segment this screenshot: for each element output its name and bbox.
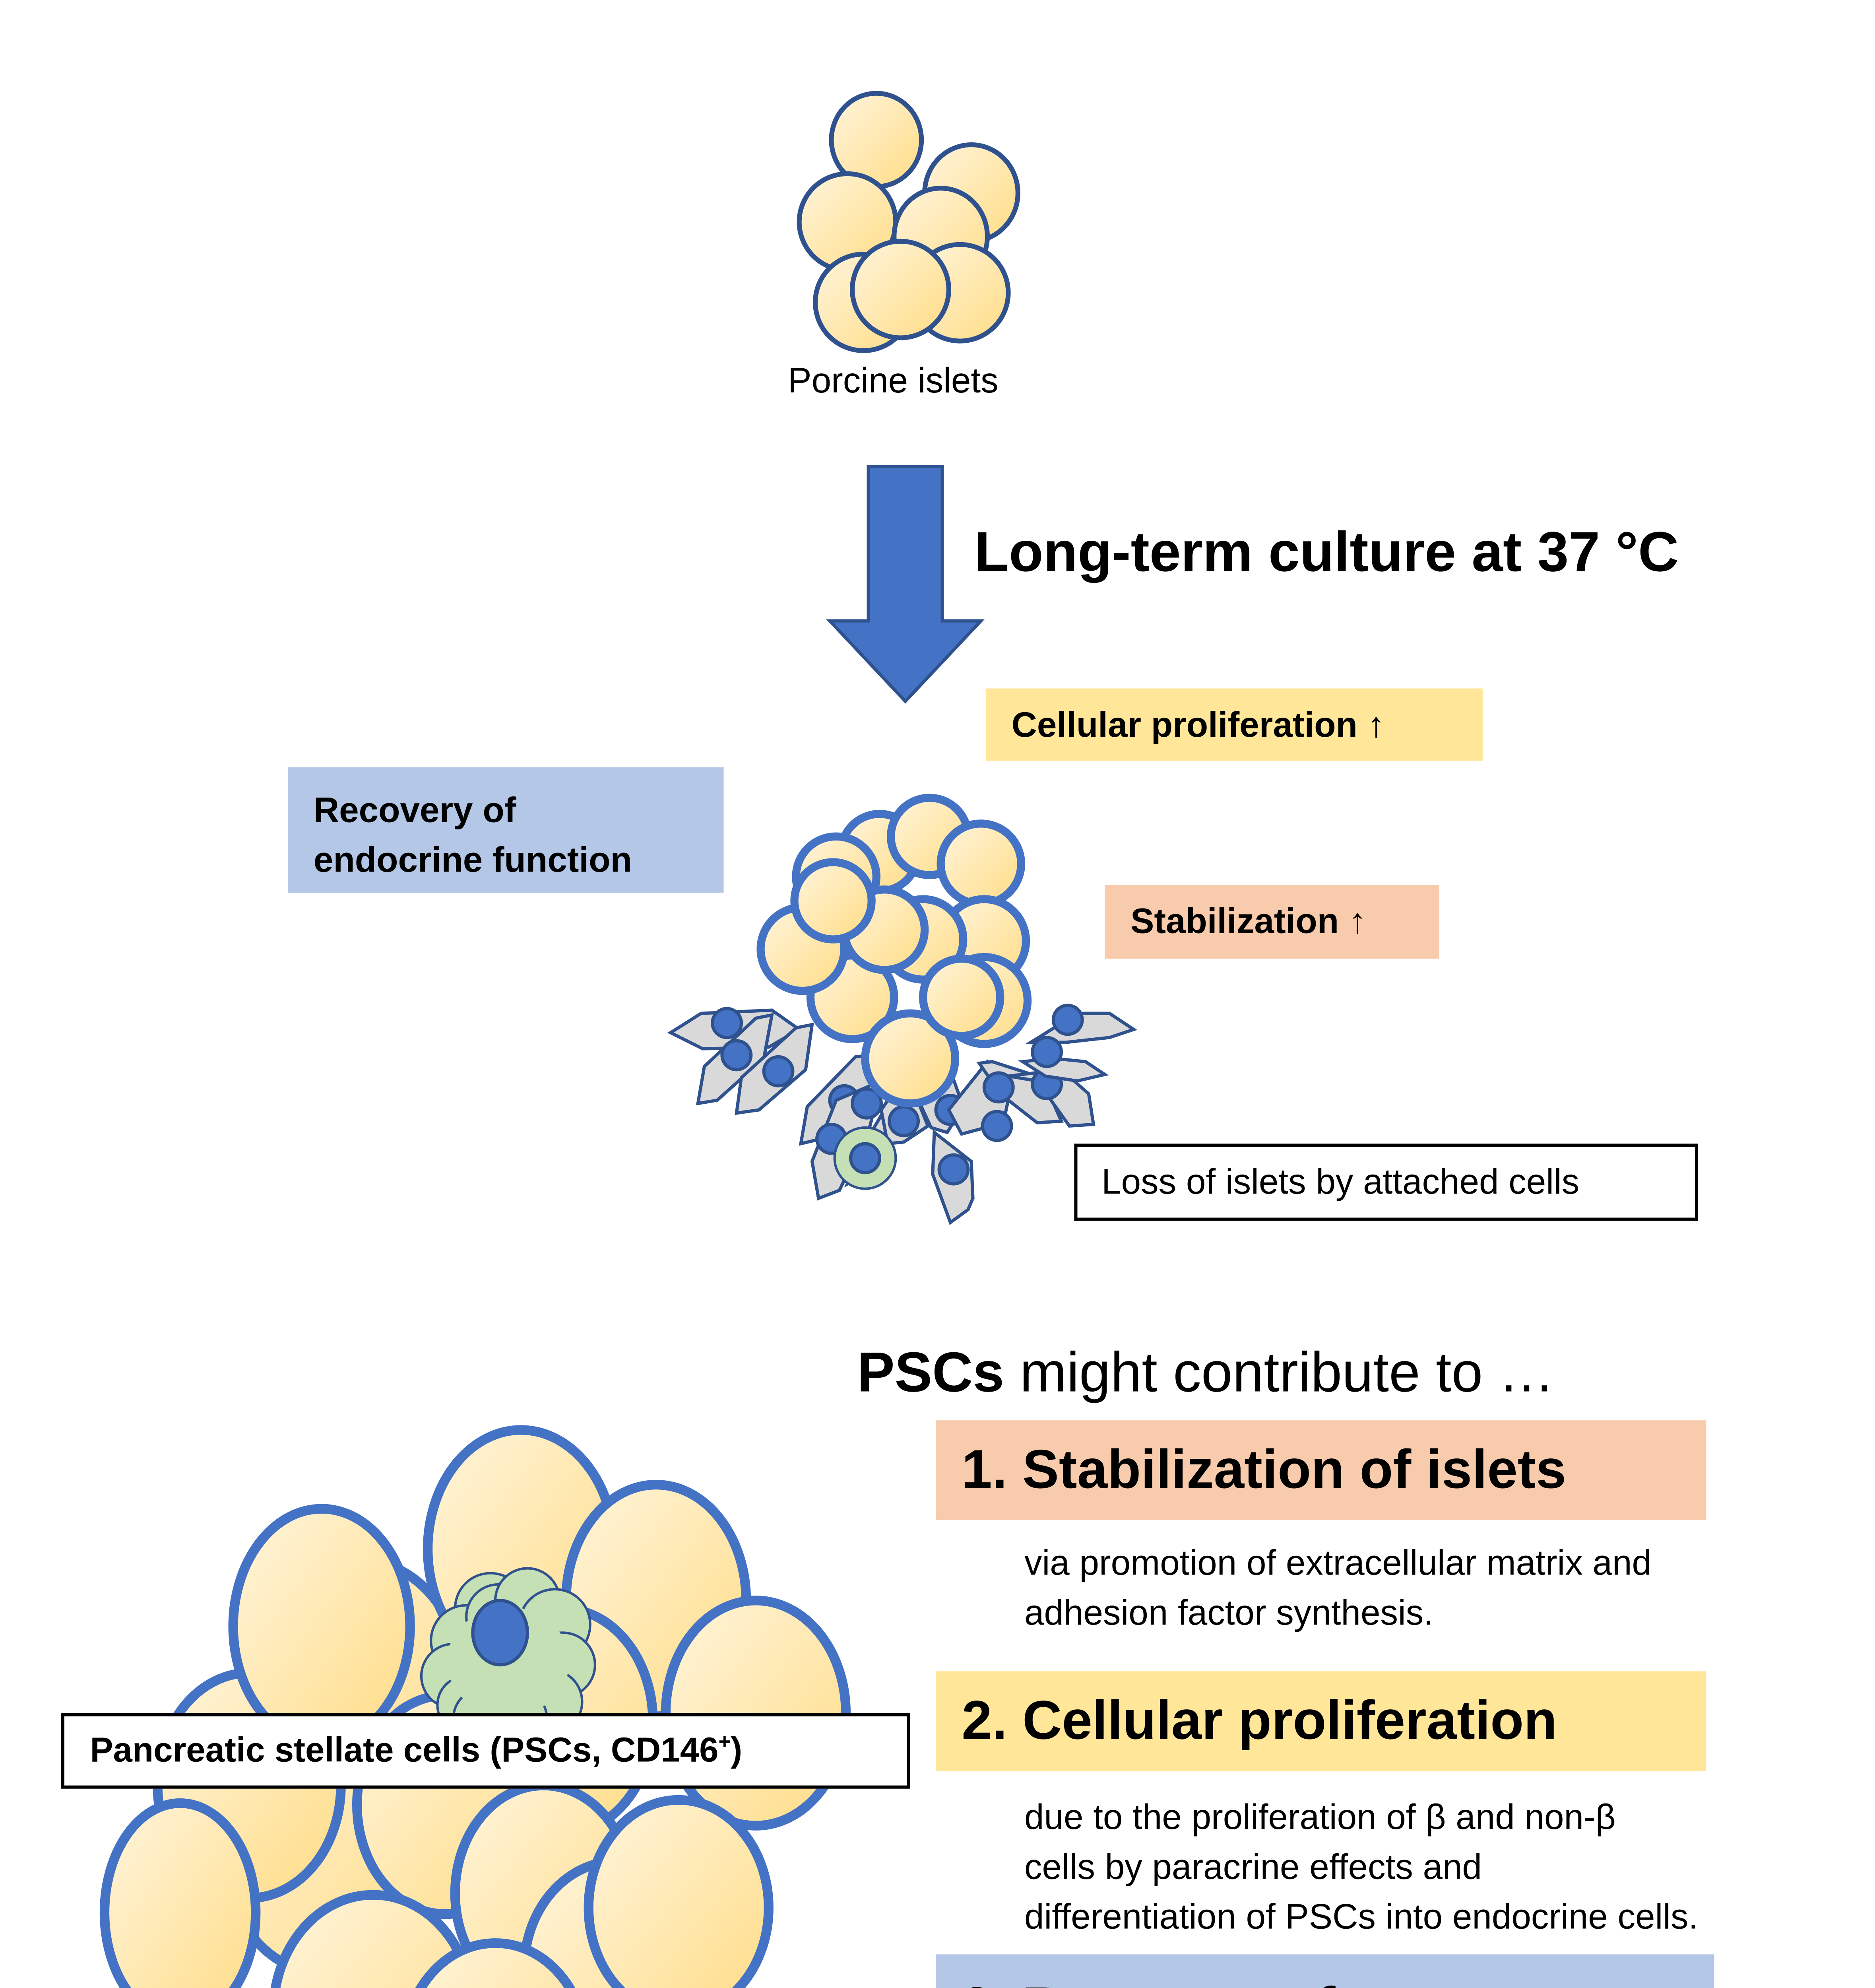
- psc-label-main: Pancreatic stellate cells (PSCs, CD146: [90, 1732, 719, 1770]
- psc-label-superscript: +: [719, 1730, 731, 1754]
- desc-line: due to the proliferation of β and non-β: [1024, 1792, 1875, 1842]
- desc-line: cells by paracrine effects and: [1024, 1842, 1875, 1891]
- islet-cell: [794, 862, 871, 939]
- contribution-1-title: 1. Stabilization of islets: [962, 1434, 1566, 1507]
- psc-label-box: Pancreatic stellate cells (PSCs, CD146+): [61, 1713, 910, 1789]
- desc-line: differentiation of PSCs into endocrine c…: [1024, 1892, 1875, 1941]
- tag-recovery-line2: endocrine function: [314, 835, 724, 885]
- contribution-2-box: 2. Cellular proliferation: [936, 1671, 1706, 1771]
- contribution-1-box: 1. Stabilization of islets: [936, 1420, 1706, 1520]
- tag-recovery-line1: Recovery of: [314, 785, 724, 835]
- contribution-2-title: 2. Cellular proliferation: [962, 1685, 1557, 1757]
- psc-label-text: Pancreatic stellate cells (PSCs, CD146+): [90, 1730, 743, 1772]
- contribution-2-description: due to the proliferation of β and non-β …: [1024, 1792, 1875, 1941]
- stromal-cell-nucleus-icon: [712, 1009, 741, 1038]
- islet-cell: [105, 1803, 256, 1988]
- stromal-cell-nucleus-icon: [939, 1155, 968, 1184]
- small-psc-cell-icon: [835, 1128, 896, 1189]
- culture-condition-label: Long-term culture at 37 °C: [975, 521, 1679, 586]
- stromal-cell-nucleus-icon: [722, 1041, 751, 1070]
- tag-stabilization-text: Stabilization ↑: [1130, 901, 1366, 943]
- islet-cell: [941, 823, 1021, 904]
- down-arrow-icon: [830, 466, 981, 701]
- tag-recovery-endocrine: Recovery of endocrine function: [288, 767, 723, 893]
- porcine-islets-label: Porcine islets: [788, 360, 998, 402]
- stromal-cell-nucleus-icon: [764, 1057, 793, 1086]
- desc-line: via promotion of extracellular matrix an…: [1024, 1538, 1861, 1588]
- tag-cellular-proliferation: Cellular proliferation ↑: [986, 689, 1483, 761]
- contribution-1-description: via promotion of extracellular matrix an…: [1024, 1538, 1861, 1638]
- heading-psc-bold: PSCs: [857, 1342, 1004, 1404]
- heading-psc-rest: might contribute to …: [1004, 1342, 1555, 1404]
- tag-cellular-proliferation-text: Cellular proliferation ↑: [1012, 704, 1385, 746]
- stromal-cell-nucleus-icon: [1032, 1037, 1061, 1066]
- islet-cell: [923, 959, 1000, 1036]
- tag-stabilization: Stabilization ↑: [1105, 885, 1439, 959]
- porcine-islet-illustration: [799, 93, 1018, 351]
- loss-of-islets-text: Loss of islets by attached cells: [1101, 1161, 1579, 1203]
- contribution-3-box: 3. Recovery of endocrine function: [936, 1954, 1714, 1988]
- islet-cell: [589, 1800, 769, 1988]
- psc-label-end: ): [731, 1732, 742, 1770]
- stromal-cell-nucleus-icon: [983, 1112, 1012, 1141]
- islet-cell: [852, 241, 949, 338]
- psc-contribution-heading: PSCs might contribute to …: [857, 1342, 1555, 1406]
- desc-line: adhesion factor synthesis.: [1024, 1588, 1861, 1637]
- stromal-cell-nucleus-icon: [1053, 1006, 1082, 1035]
- stromal-cell: [933, 1132, 973, 1223]
- contribution-3-title-line1: 3. Recovery of: [962, 1971, 1335, 1988]
- stromal-cell-nucleus-icon: [889, 1107, 918, 1136]
- islet-cell: [233, 1509, 410, 1744]
- small-psc-nucleus: [851, 1143, 880, 1173]
- psc-nucleus-icon: [473, 1600, 527, 1665]
- loss-of-islets-box: Loss of islets by attached cells: [1074, 1143, 1698, 1221]
